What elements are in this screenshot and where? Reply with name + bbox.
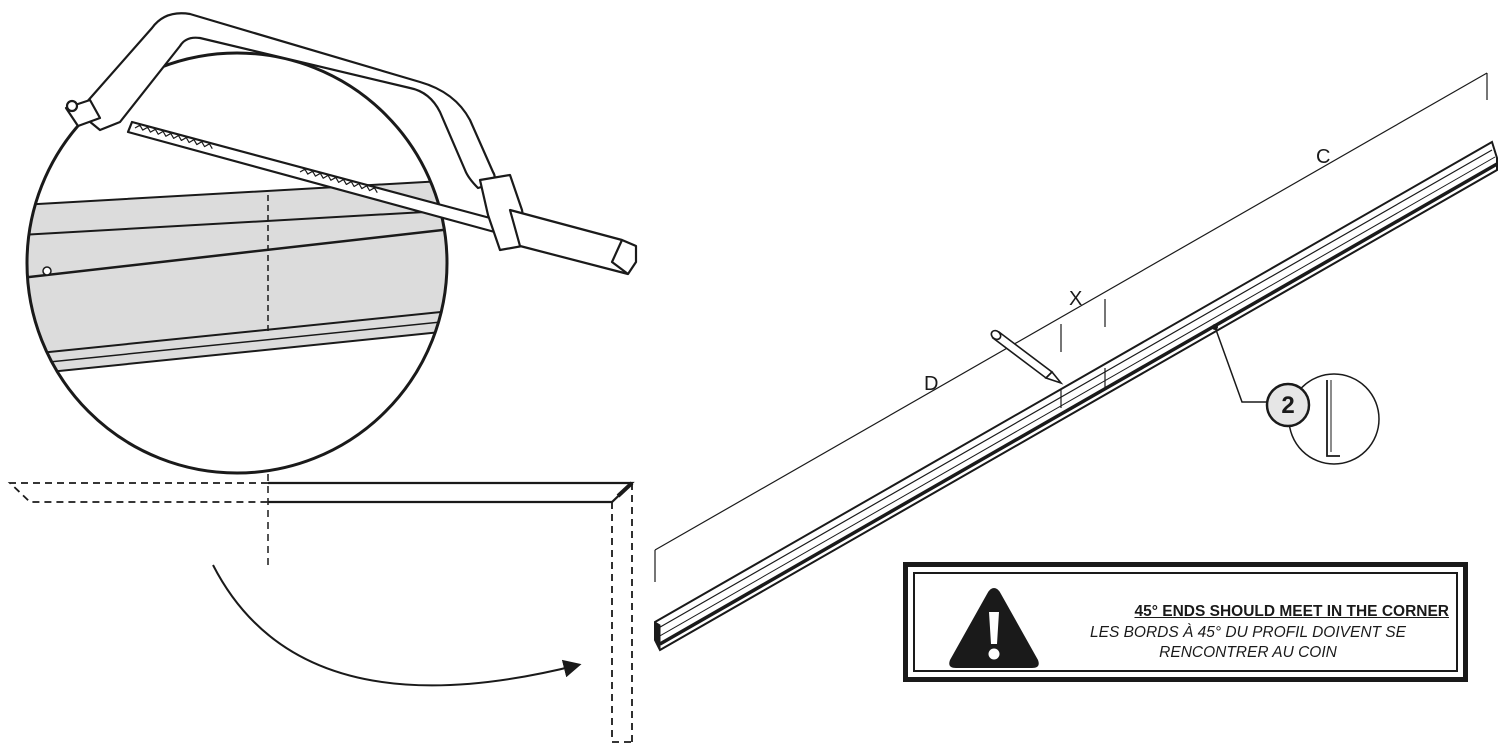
magnified-profile <box>27 178 447 377</box>
warning-message: 45° ENDS SHOULD MEET IN THE CORNER LES B… <box>1043 603 1453 663</box>
hacksaw-icon <box>64 12 638 276</box>
corner-joint-diagram <box>7 481 635 745</box>
part-number-badge <box>1265 382 1311 428</box>
profile-section-icon <box>1326 380 1340 457</box>
rivet-icon <box>42 266 52 276</box>
label-c: C <box>1316 146 1330 168</box>
rotation-arrow <box>212 564 582 687</box>
label-x: X <box>1069 288 1082 310</box>
part-number-text: 2 <box>1281 392 1294 419</box>
profile-bar <box>654 140 1498 652</box>
part-callout <box>1212 324 1380 465</box>
exclamation-triangle-icon <box>949 588 1039 668</box>
warning-title-en: 45° ENDS SHOULD MEET IN THE CORNER <box>1134 603 1449 620</box>
label-d: D <box>924 373 938 395</box>
magnifier-detail <box>25 51 449 475</box>
pencil-icon <box>990 329 1064 385</box>
warning-box: 45° ENDS SHOULD MEET IN THE CORNER LES B… <box>903 562 1468 682</box>
dimension-lines <box>654 72 1488 582</box>
warning-frame <box>913 572 1458 672</box>
warning-text-fr: LES BORDS À 45° DU PROFIL DOIVENT SE REN… <box>1089 624 1406 661</box>
